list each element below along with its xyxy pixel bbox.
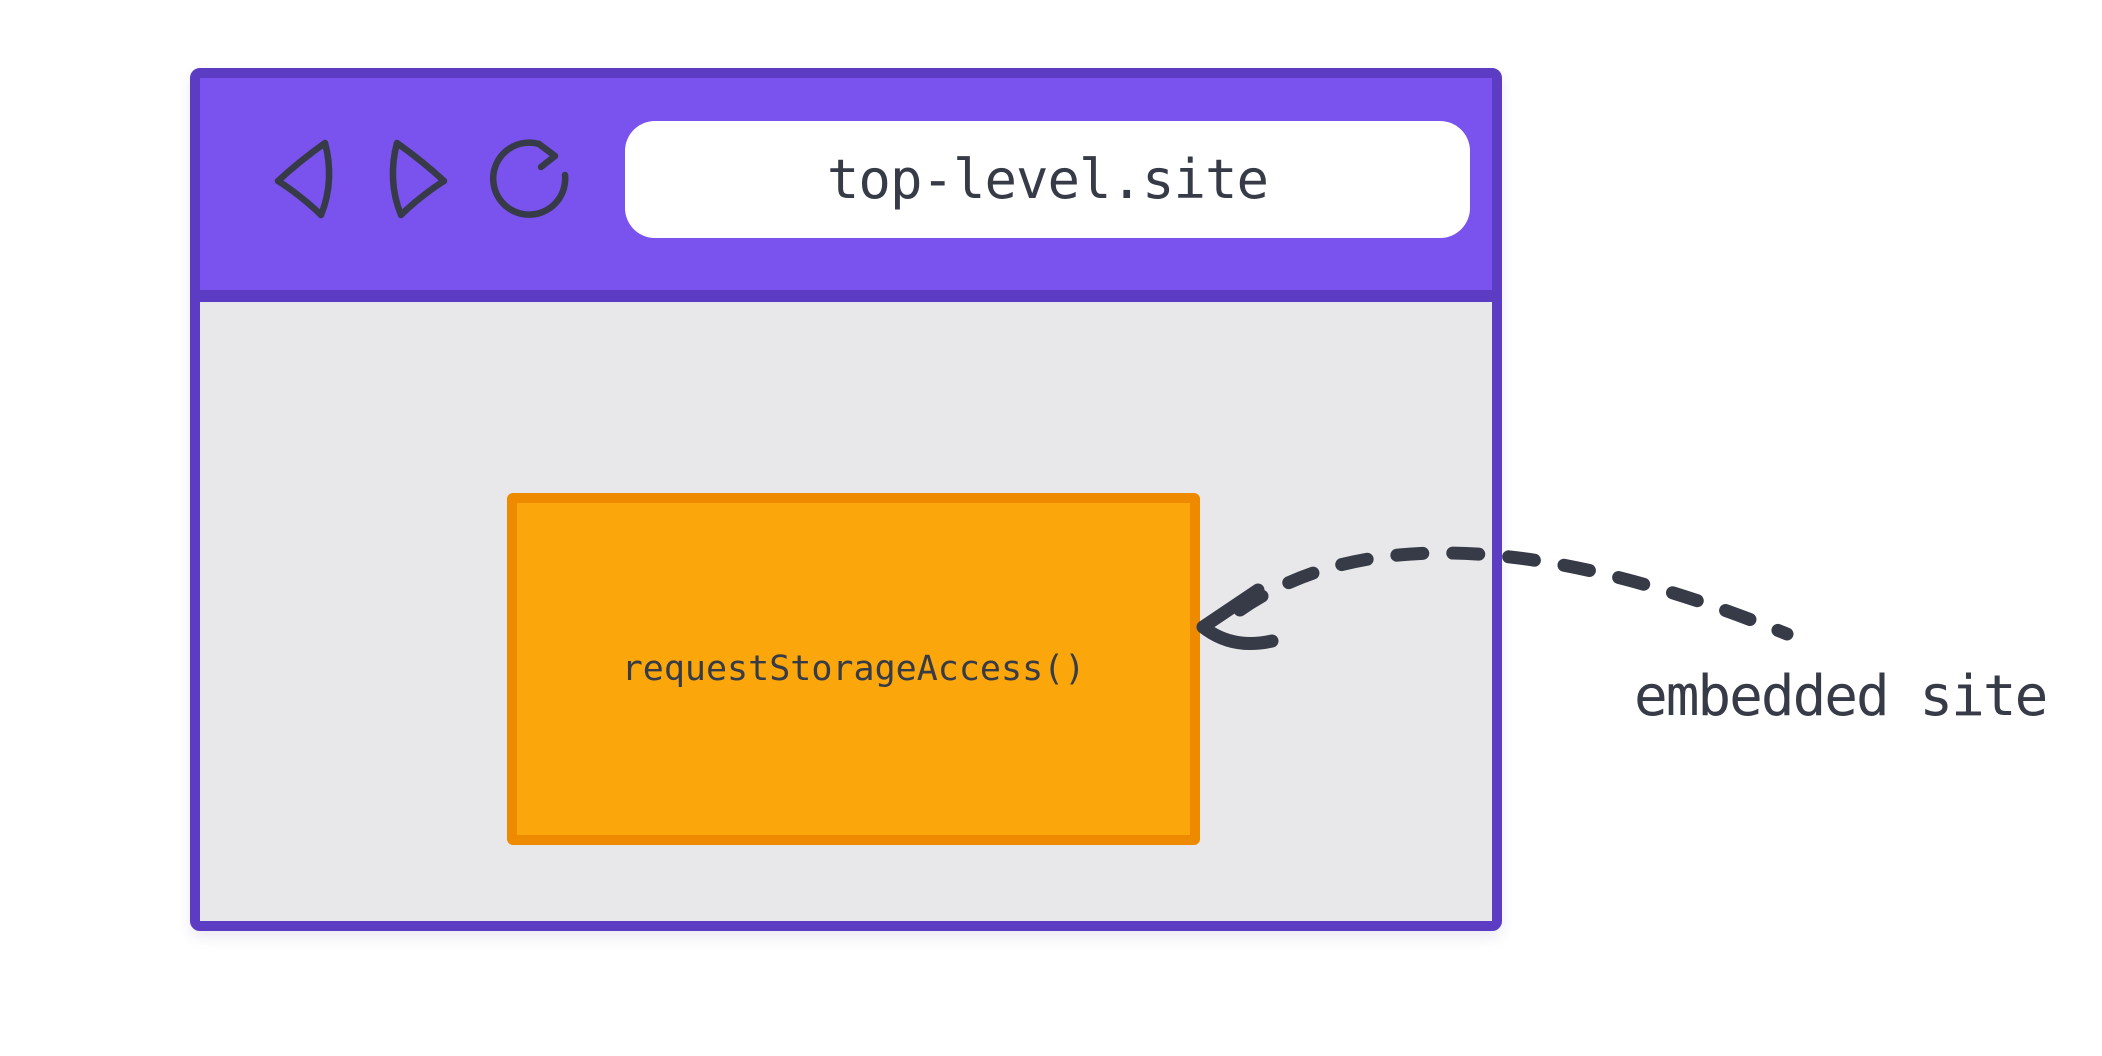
reload-icon[interactable] xyxy=(489,137,573,221)
embedded-frame: requestStorageAccess() xyxy=(507,493,1200,845)
embedded-frame-label: requestStorageAccess() xyxy=(621,649,1086,689)
annotation-label: embedded site xyxy=(1634,664,2048,729)
back-icon[interactable] xyxy=(273,137,333,221)
forward-icon[interactable] xyxy=(389,137,449,221)
address-bar[interactable]: top-level.site xyxy=(625,120,1470,238)
address-bar-url: top-level.site xyxy=(826,147,1269,211)
browser-toolbar: top-level.site xyxy=(200,78,1492,302)
